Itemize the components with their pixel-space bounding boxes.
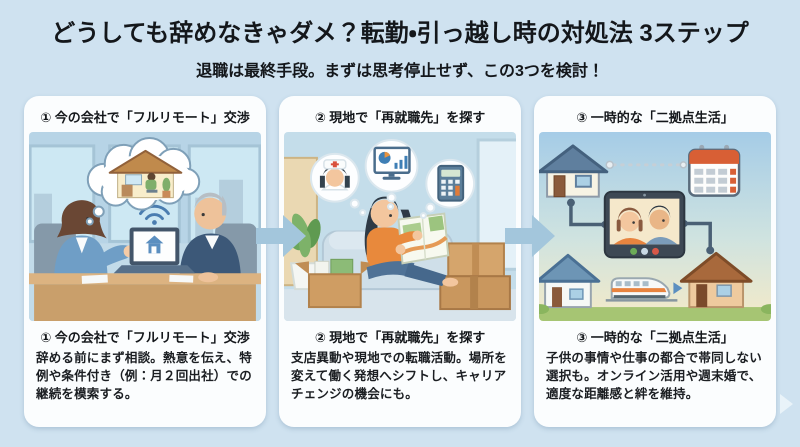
step-3-caption-title: ③ 一時的な「二拠点生活」 [576, 330, 734, 345]
step-2-header: ② 現地で「再就職先」を探す [314, 109, 486, 125]
manager-person [179, 192, 241, 284]
calculator-icon [437, 164, 465, 202]
nurse-icon [319, 159, 350, 191]
woman-reading-map [364, 196, 459, 287]
step-1-illustration [29, 132, 261, 321]
video-call-woman [613, 207, 648, 245]
step-arrow-1-icon [256, 215, 306, 257]
step-panel-2: ② 現地で「再就職先」を探す [279, 96, 521, 427]
step-3-caption: ③ 一時的な「二拠点生活」 子供の事情や仕事の都合で帯同しない選択も。オンライン… [539, 321, 771, 422]
laptop-house-icon [113, 227, 196, 274]
step-1-header: ① 今の会社で「フルリモート」交渉 [40, 109, 250, 125]
step-1-caption-body: 辞める前にまず相談。熱意を伝え、特例や条件付き（例：月２回出社）での継続を模索す… [36, 351, 252, 401]
thought-bubble-icon [85, 136, 201, 226]
bullet-train-icon [605, 277, 683, 302]
step-2-caption-body: 支店異動や現地での転職活動。場所を変えて働く発想へシフトし、キャリアチェンジの機… [291, 351, 507, 401]
thought-bubbles [309, 138, 476, 220]
office-meeting-scene [29, 132, 261, 321]
employee-person [53, 200, 108, 284]
manager-hands [198, 272, 219, 283]
calendar-icon [688, 144, 741, 197]
step-panel-1: ① 今の会社で「フルリモート」交渉 [24, 96, 266, 427]
dual-base-scene [539, 132, 771, 321]
dotted-connector [605, 160, 688, 170]
chart-monitor-icon [373, 146, 411, 180]
step-panel-3: ③ 一時的な「二拠点生活」 [534, 96, 776, 427]
house-top-left-icon [539, 144, 609, 198]
step-1-caption-title: ① 今の会社で「フルリモート」交渉 [40, 330, 250, 345]
step-2-caption-title: ② 現地で「再就職先」を探す [314, 330, 486, 345]
step-3-illustration [539, 132, 771, 321]
house-bottom-left-icon [539, 253, 601, 309]
step-2-caption: ② 現地で「再就職先」を探す 支店異動や現地での転職活動。場所を変えて働く発想へ… [284, 321, 516, 422]
map-icon [397, 212, 450, 265]
step-3-caption-body: 子供の事情や仕事の都合で帯同しない選択も。オンライン活用や週末婚で、適度な距離感… [546, 351, 762, 401]
video-call-icon [603, 190, 686, 259]
train-direction-arrow-icon [673, 282, 683, 295]
wifi-icon [139, 204, 170, 225]
step-2-illustration [284, 132, 516, 321]
job-search-scene [284, 132, 516, 321]
remote-work-house-icon [108, 149, 183, 199]
video-call-man [645, 205, 678, 245]
step-3-header: ③ 一時的な「二拠点生活」 [576, 109, 734, 125]
edge-arrow-icon [780, 394, 793, 414]
moving-box-open-icon [295, 258, 375, 309]
step-arrow-2-icon [505, 215, 555, 257]
house-bottom-right-icon [679, 251, 753, 309]
moving-boxes-stacked-icon [439, 242, 511, 311]
step-1-caption: ① 今の会社で「フルリモート」交渉 辞める前にまず相談。熱意を伝え、特例や条件付… [29, 321, 261, 422]
steps-row: ① 今の会社で「フルリモート」交渉 [24, 96, 776, 427]
meeting-desk [29, 273, 261, 321]
page-title: どうしても辞めなきゃダメ？転勤・引っ越し時の対処法 3ステップ [51, 20, 749, 47]
page-subtitle: 退職は最終手段。まずは思考停止せず、この3つを検討！ [196, 63, 604, 80]
